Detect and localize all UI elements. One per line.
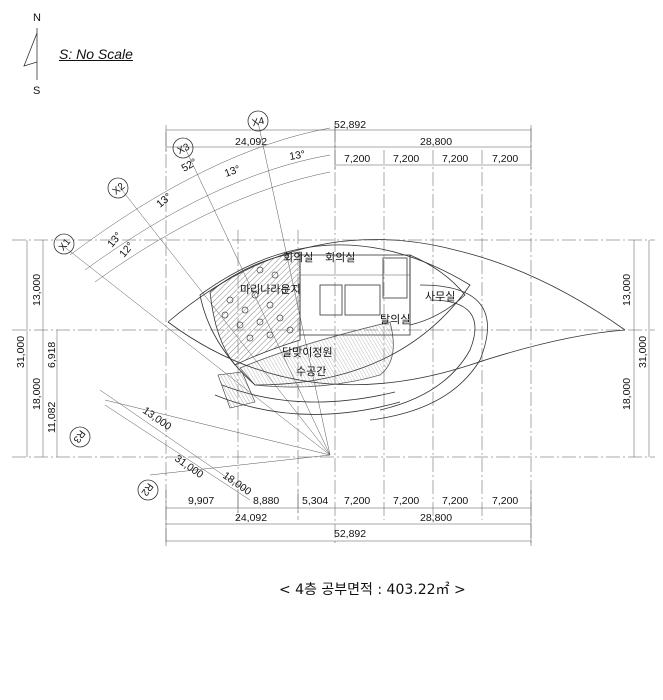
room-label-marina-lounge: 마리나라운지 [240, 283, 301, 296]
left-upper-dim: 13,000 [31, 274, 43, 306]
top-bay-dim: 7,200 [393, 153, 419, 165]
lounge-furniture [221, 266, 294, 342]
room-label-meeting-2: 회의실 [325, 251, 355, 264]
top-dimension-lines [165, 125, 532, 170]
axis-bubble-x4: X4 [247, 110, 269, 132]
svg-text:X4: X4 [251, 116, 266, 130]
left-lower-part-dim: 11,082 [46, 402, 58, 433]
office-area [409, 254, 466, 326]
north-label: N [33, 12, 41, 24]
bottom-seg-dim: 5,304 [302, 495, 328, 507]
bottom-seg-dim: 7,200 [492, 495, 518, 507]
bottom-seg-dim: 7,200 [393, 495, 419, 507]
left-lower-dim: 18,000 [31, 378, 43, 410]
deck-bottom-left [217, 371, 256, 409]
top-left-span-dim: 24,092 [235, 136, 267, 148]
room-label-moon-garden: 달맞이정원 [282, 346, 333, 359]
axis-bubble-x3: X3 [172, 137, 194, 159]
room-label-changing: 탈의실 [380, 313, 410, 326]
right-overall-dim: 31,000 [637, 336, 649, 368]
top-right-span-dim: 28,800 [420, 136, 452, 148]
bottom-overall-dim: 52,892 [334, 528, 366, 540]
room-label-meeting-1: 회의실 [283, 251, 313, 264]
axis-bubble-x1: X1 [53, 233, 75, 255]
top-overall-dim: 52,892 [334, 119, 366, 131]
lounge-floor [209, 251, 301, 366]
bottom-seg-dim: 7,200 [344, 495, 370, 507]
bottom-seg-dim: 9,907 [188, 495, 214, 507]
north-arrow-icon [23, 28, 38, 80]
radial-dim: 13,000 [140, 405, 173, 433]
bottom-seg-dim: 8,880 [253, 495, 279, 507]
left-dimension-lines [26, 240, 58, 457]
bottom-right-span-dim: 28,800 [420, 512, 452, 524]
scale-label: S: No Scale [59, 46, 133, 62]
area-caption: < 4층 공부면적 : 403.22㎡ > [279, 582, 466, 598]
right-upper-dim: 13,000 [621, 274, 633, 306]
top-bay-dim: 7,200 [492, 153, 518, 165]
bottom-dimension-lines [165, 490, 532, 546]
bottom-left-span-dim: 24,092 [235, 512, 267, 524]
right-dimension-lines [633, 240, 650, 457]
axis-bubble-r3: R3 [69, 426, 91, 448]
axis-bubble-r2: R2 [137, 479, 159, 501]
top-bay-dim: 7,200 [344, 153, 370, 165]
axis-bubble-x2: X2 [107, 177, 129, 199]
right-lower-dim: 18,000 [621, 378, 633, 410]
garden-area [239, 321, 394, 388]
top-bay-dim: 7,200 [442, 153, 468, 165]
angle-label: 13° [288, 148, 306, 163]
south-label: S [33, 85, 41, 97]
angle-label: 13° [223, 163, 242, 180]
room-label-water-space: 수공간 [296, 365, 326, 378]
left-overall-dim: 31,000 [15, 336, 27, 368]
left-lower-part-dim: 6,918 [46, 342, 58, 368]
svg-text:X3: X3 [176, 142, 192, 157]
bottom-seg-dim: 7,200 [442, 495, 468, 507]
room-label-office: 사무실 [425, 290, 455, 303]
angle-label: 13° [154, 191, 174, 210]
